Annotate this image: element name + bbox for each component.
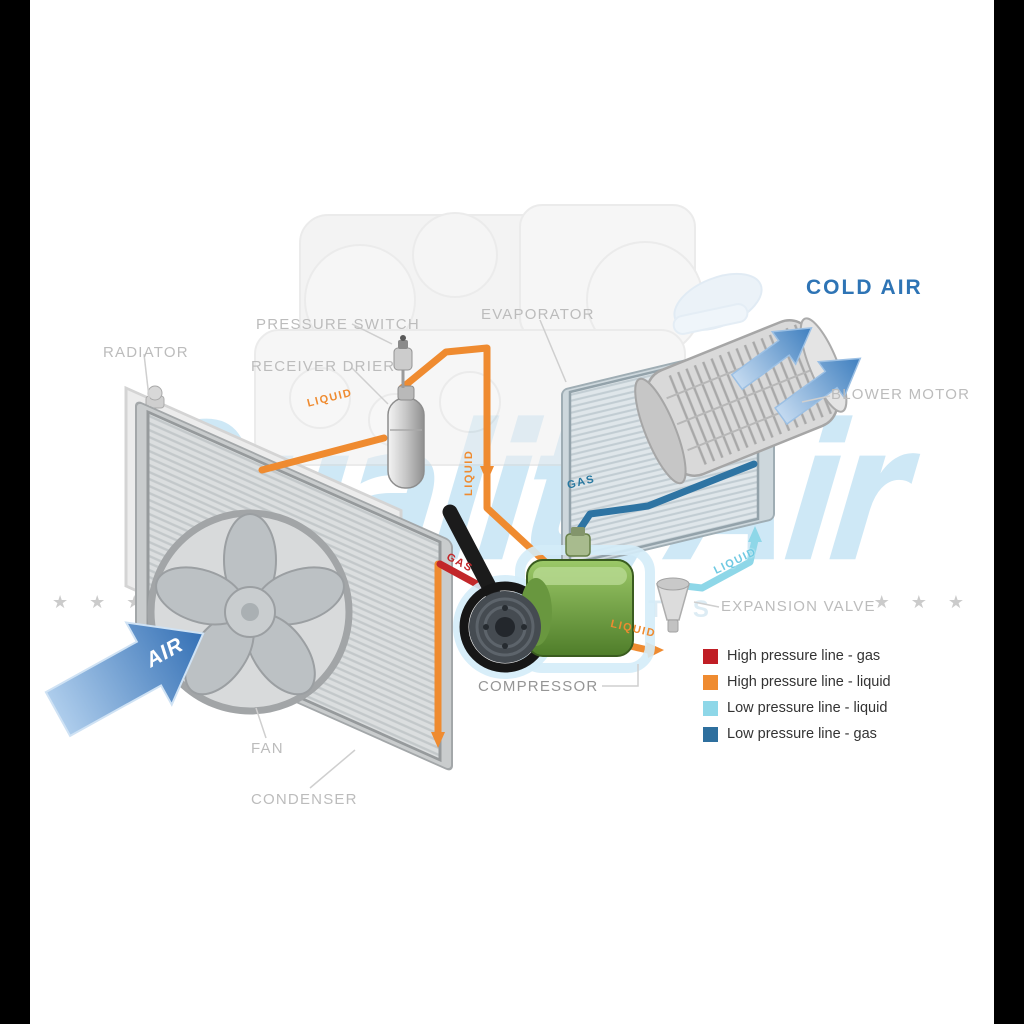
legend-swatch-lp-liquid [703,700,718,716]
watermark-stars-left: ★ ★ ★ [52,592,151,612]
legend-label-lp-liquid: Low pressure line - liquid [727,700,888,716]
label-pressure-switch: PRESSURE SWITCH [256,316,420,333]
flow-label-liquid-drier: LIQUID [463,449,475,496]
compressor-graphic [442,504,655,679]
legend-swatch-lp-gas [703,726,718,742]
legend-item-hp-gas: High pressure line - gas [703,648,891,664]
watermark-stars-right: ★ ★ ★ [873,592,972,612]
legend-item-lp-gas: Low pressure line - gas [703,726,891,742]
label-fan: FAN [251,740,284,757]
legend-item-hp-liquid: High pressure line - liquid [703,674,891,690]
label-blower-motor: BLOWER MOTOR [831,386,971,403]
right-black-bar [994,0,1024,1024]
label-expansion-valve: EXPANSION VALVE [721,598,876,615]
legend-label-lp-gas: Low pressure line - gas [727,726,877,742]
legend-swatch-hp-liquid [703,674,718,690]
leader-lines [143,319,831,789]
label-condenser: CONDENSER [251,791,358,808]
watermark-stars: ★ ★ ★ ★ ★ ★ [0,592,1024,613]
label-radiator: RADIATOR [103,344,189,361]
label-evaporator: EVAPORATOR [481,306,595,323]
legend-item-lp-liquid: Low pressure line - liquid [703,700,891,716]
legend-label-hp-gas: High pressure line - gas [727,648,881,664]
receiver-drier-graphic [387,385,425,489]
left-black-bar [0,0,30,1024]
legend-swatch-hp-gas [703,648,718,664]
legend-label-hp-liquid: High pressure line - liquid [727,674,891,690]
label-compressor: COMPRESSOR [478,678,599,695]
pressure-switch-graphic [393,335,413,388]
label-receiver-drier: RECEIVER DRIER [251,358,396,375]
label-cold-air: COLD AIR [806,276,923,299]
air-arrow [44,621,205,738]
expansion-valve-graphic [656,577,690,633]
cold-air-arrows [730,327,862,426]
legend: High pressure line - gas High pressure l… [703,648,891,742]
